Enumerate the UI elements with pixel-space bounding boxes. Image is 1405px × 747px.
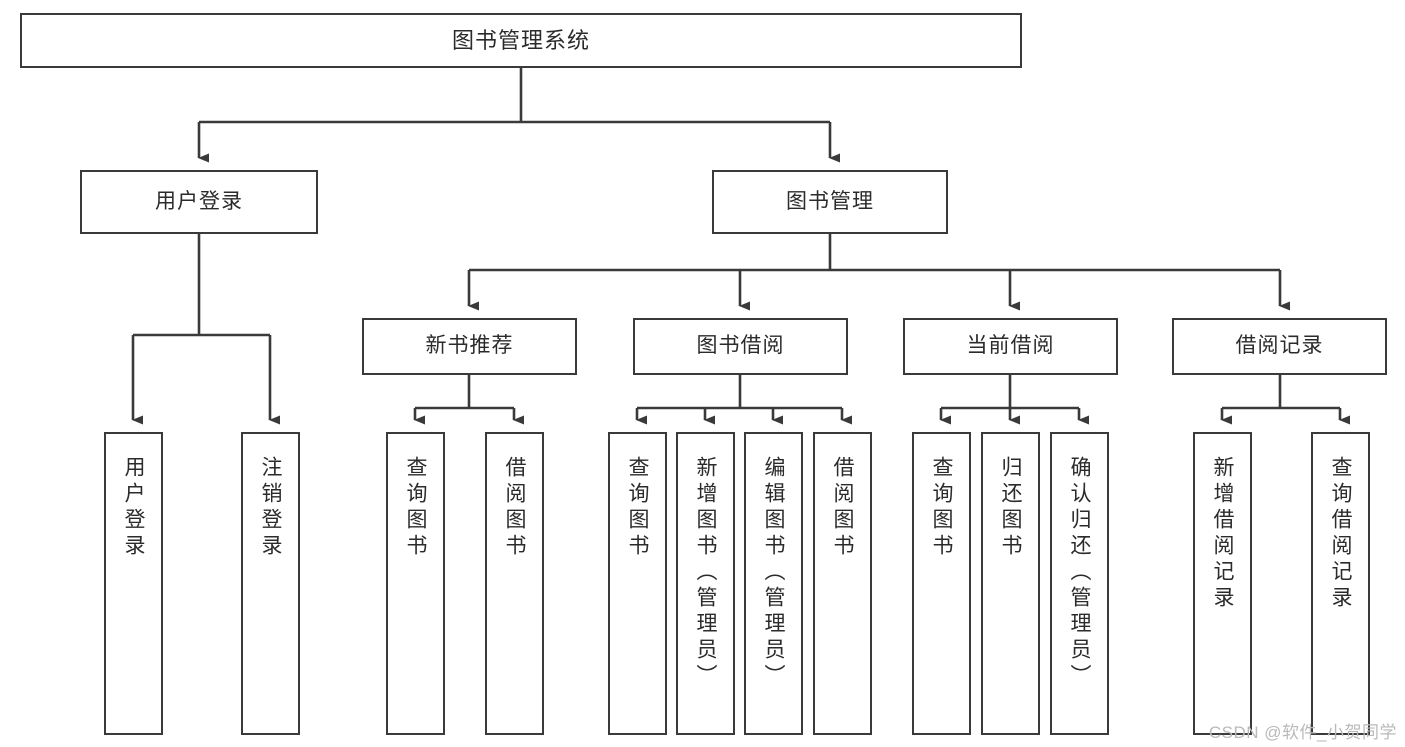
node-borrow-record[interactable]: 借阅记录 [1172, 318, 1387, 375]
node-label: 借阅记录 [1235, 334, 1324, 358]
node-label: 用户登录 [122, 456, 145, 560]
leaf-current-return-book[interactable]: 归还图书 [981, 432, 1040, 735]
node-label: 归还图书 [999, 456, 1022, 560]
leaf-record-add[interactable]: 新增借阅记录 [1193, 432, 1252, 735]
node-book-borrow[interactable]: 图书借阅 [633, 318, 848, 375]
node-label: 新增借阅记录 [1211, 456, 1234, 612]
node-new-book-recommend[interactable]: 新书推荐 [362, 318, 577, 375]
node-label: 查询图书 [626, 456, 649, 560]
leaf-recommend-query-book[interactable]: 查询图书 [386, 432, 445, 735]
leaf-record-query[interactable]: 查询借阅记录 [1311, 432, 1370, 735]
leaf-borrow-add-book[interactable]: 新增图书（管理员） [676, 432, 735, 735]
node-label: 借阅图书 [831, 456, 854, 560]
node-label: 查询图书 [930, 456, 953, 560]
leaf-current-query-book[interactable]: 查询图书 [912, 432, 971, 735]
leaf-recommend-borrow-book[interactable]: 借阅图书 [485, 432, 544, 735]
leaf-user-logout[interactable]: 注销登录 [241, 432, 300, 735]
leaf-borrow-borrow-book[interactable]: 借阅图书 [813, 432, 872, 735]
node-label: 借阅图书 [503, 456, 526, 560]
node-label: 新增图书（管理员） [694, 456, 717, 690]
leaf-current-confirm-return[interactable]: 确认归还（管理员） [1050, 432, 1109, 735]
node-label: 查询借阅记录 [1329, 456, 1352, 612]
node-label: 编辑图书（管理员） [762, 456, 785, 690]
node-label: 查询图书 [404, 456, 427, 560]
node-user-login[interactable]: 用户登录 [80, 170, 318, 234]
leaf-user-login[interactable]: 用户登录 [104, 432, 163, 735]
node-label: 注销登录 [259, 456, 282, 560]
node-label: 图书借阅 [696, 334, 785, 358]
node-label: 新书推荐 [425, 334, 514, 358]
watermark-text: CSDN @软件_小贺同学 [1208, 723, 1397, 742]
leaf-borrow-query-book[interactable]: 查询图书 [608, 432, 667, 735]
node-label: 确认归还（管理员） [1068, 456, 1091, 690]
node-label: 图书管理 [786, 189, 874, 213]
node-root-system[interactable]: 图书管理系统 [20, 13, 1022, 68]
node-book-management[interactable]: 图书管理 [712, 170, 948, 234]
node-label: 当前借阅 [966, 334, 1055, 358]
leaf-borrow-edit-book[interactable]: 编辑图书（管理员） [744, 432, 803, 735]
node-current-borrow[interactable]: 当前借阅 [903, 318, 1118, 375]
node-label: 用户登录 [155, 189, 243, 213]
node-label: 图书管理系统 [451, 27, 590, 53]
